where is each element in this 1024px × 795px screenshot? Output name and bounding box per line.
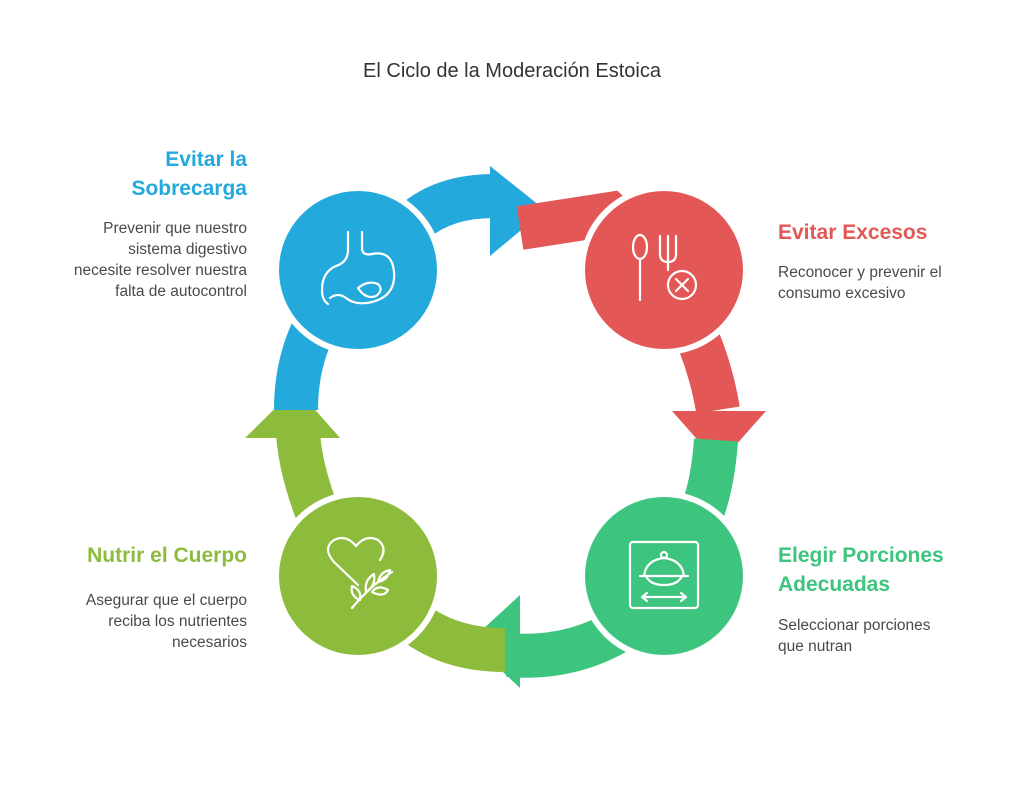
desc-line: necesite resolver nuestra	[73, 262, 247, 279]
desc-line: Prevenir que nuestro	[103, 220, 247, 237]
step-node-elegir-porciones	[579, 491, 749, 661]
heart-leaf-icon	[326, 536, 394, 610]
step-desc-nutrir-cuerpo: Asegurar que el cuerpo reciba los nutrie…	[20, 590, 247, 653]
step-title-evitar-excesos: Evitar Excesos	[778, 218, 1018, 247]
desc-line: Seleccionar porciones	[778, 617, 931, 634]
title-line: Evitar Excesos	[778, 221, 928, 244]
title-line: Nutrir el Cuerpo	[87, 544, 247, 567]
step-node-evitar-sobrecarga	[273, 185, 443, 355]
step-title-evitar-sobrecarga: Evitar la Sobrecarga	[40, 145, 247, 203]
desc-line: necesarios	[172, 634, 247, 651]
title-line: Evitar la	[165, 148, 247, 171]
step-title-elegir-porciones: Elegir Porciones Adecuadas	[778, 541, 1018, 599]
title-line: Sobrecarga	[131, 177, 247, 200]
desc-line: que nutran	[778, 638, 853, 655]
serving-dish-icon	[628, 540, 700, 610]
title-line: Adecuadas	[778, 573, 891, 596]
step-node-nutrir-cuerpo	[273, 491, 443, 661]
desc-line: reciba los nutrientes	[108, 613, 247, 630]
desc-line: falta de autocontrol	[115, 283, 247, 300]
desc-line: Reconocer y prevenir el	[778, 264, 942, 281]
stomach-icon	[320, 230, 396, 306]
arc-blue	[399, 173, 499, 240]
step-node-evitar-excesos	[579, 185, 749, 355]
arrowhead-lime	[245, 388, 340, 438]
arrowhead-red	[672, 411, 766, 464]
title-line: Elegir Porciones	[778, 544, 944, 567]
desc-line: sistema digestivo	[128, 241, 247, 258]
desc-line: Asegurar que el cuerpo	[85, 592, 247, 609]
diagram-title: El Ciclo de la Moderación Estoica	[363, 60, 661, 82]
desc-line: consumo excesivo	[778, 285, 906, 302]
cutlery-cancel-icon	[631, 233, 698, 302]
step-desc-elegir-porciones: Seleccionar porciones que nutran	[778, 615, 1018, 657]
step-title-nutrir-cuerpo: Nutrir el Cuerpo	[20, 541, 247, 570]
step-desc-evitar-excesos: Reconocer y prevenir el consumo excesivo	[778, 262, 1018, 304]
step-desc-evitar-sobrecarga: Prevenir que nuestro sistema digestivo n…	[20, 218, 247, 302]
